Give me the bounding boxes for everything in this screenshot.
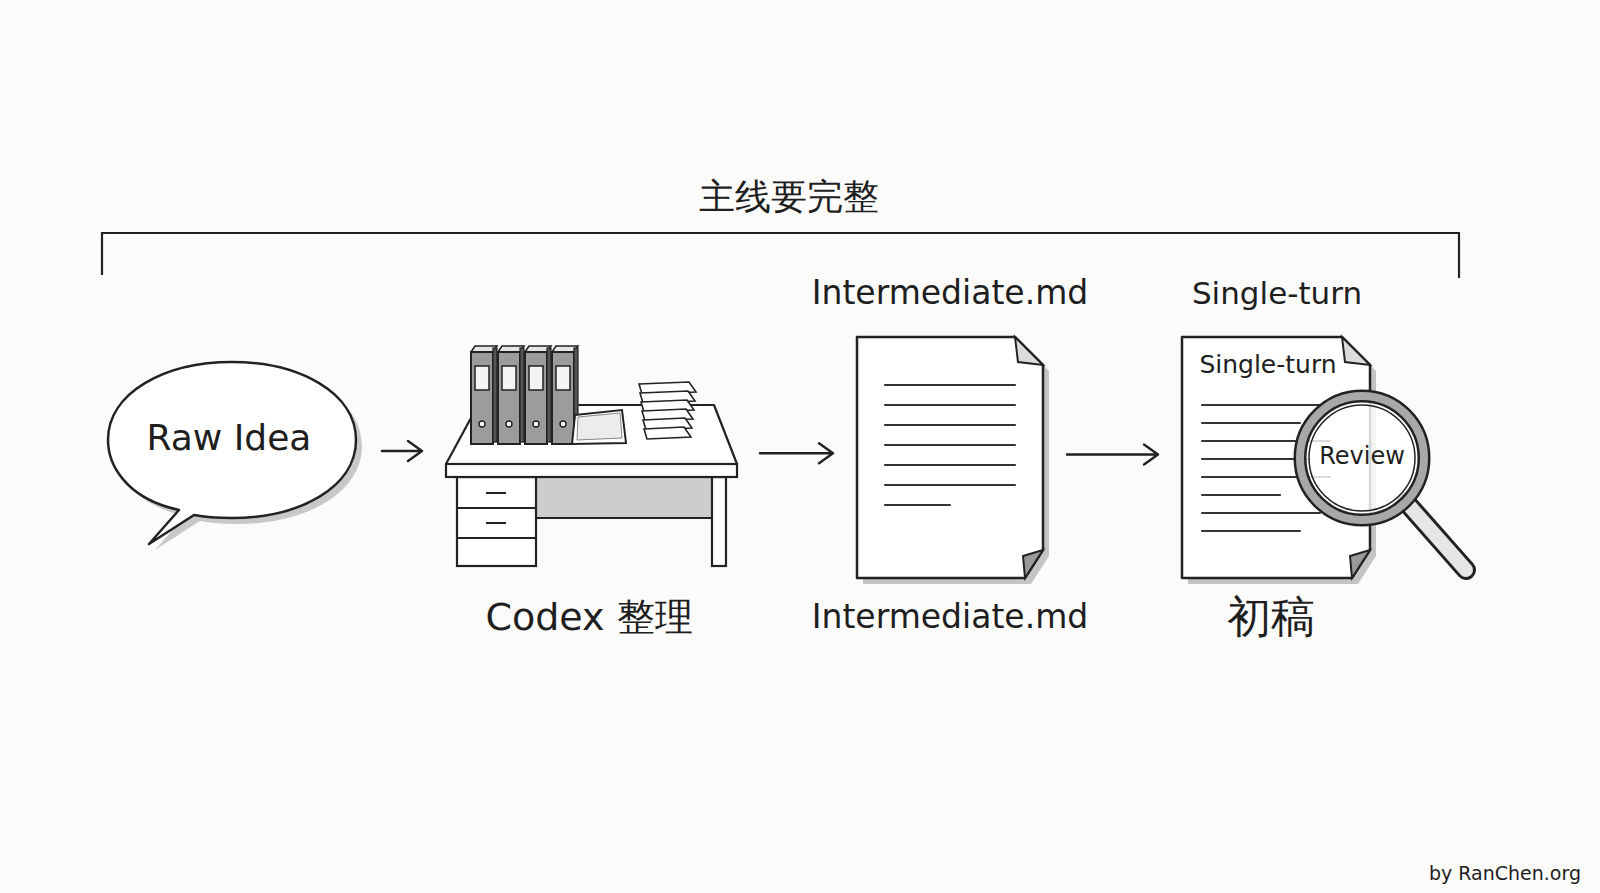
file-label: Intermediate.md [812,275,1089,311]
desk-illustration: Codex 整理 [444,340,738,570]
stage-label: 初稿 [1227,593,1315,641]
draft-document: Single-turnSingle-turn初稿Review [1180,335,1372,580]
doc-heading: Single-turn [1199,351,1336,379]
stage-label: Single-turn [1192,276,1362,310]
review-text: Review [1319,443,1405,469]
watermark: by RanChen.org [1429,863,1581,884]
document-icon-outline [855,335,1045,580]
flow-arrow [382,441,422,461]
file-label: Intermediate.md [812,599,1089,635]
bracket [102,233,1459,278]
diagram-title: 主线要完整 [699,177,879,217]
desk-illustration-outline [444,340,738,570]
speech-bubble: Raw Idea [104,358,360,548]
flow-arrow [760,443,833,463]
idea-text: Raw Idea [147,418,312,458]
magnifier-lens: Review [1294,390,1430,526]
document-icon: Intermediate.mdIntermediate.md [855,335,1045,580]
flow-arrow [1067,445,1158,465]
step-label: Codex 整理 [485,597,692,639]
